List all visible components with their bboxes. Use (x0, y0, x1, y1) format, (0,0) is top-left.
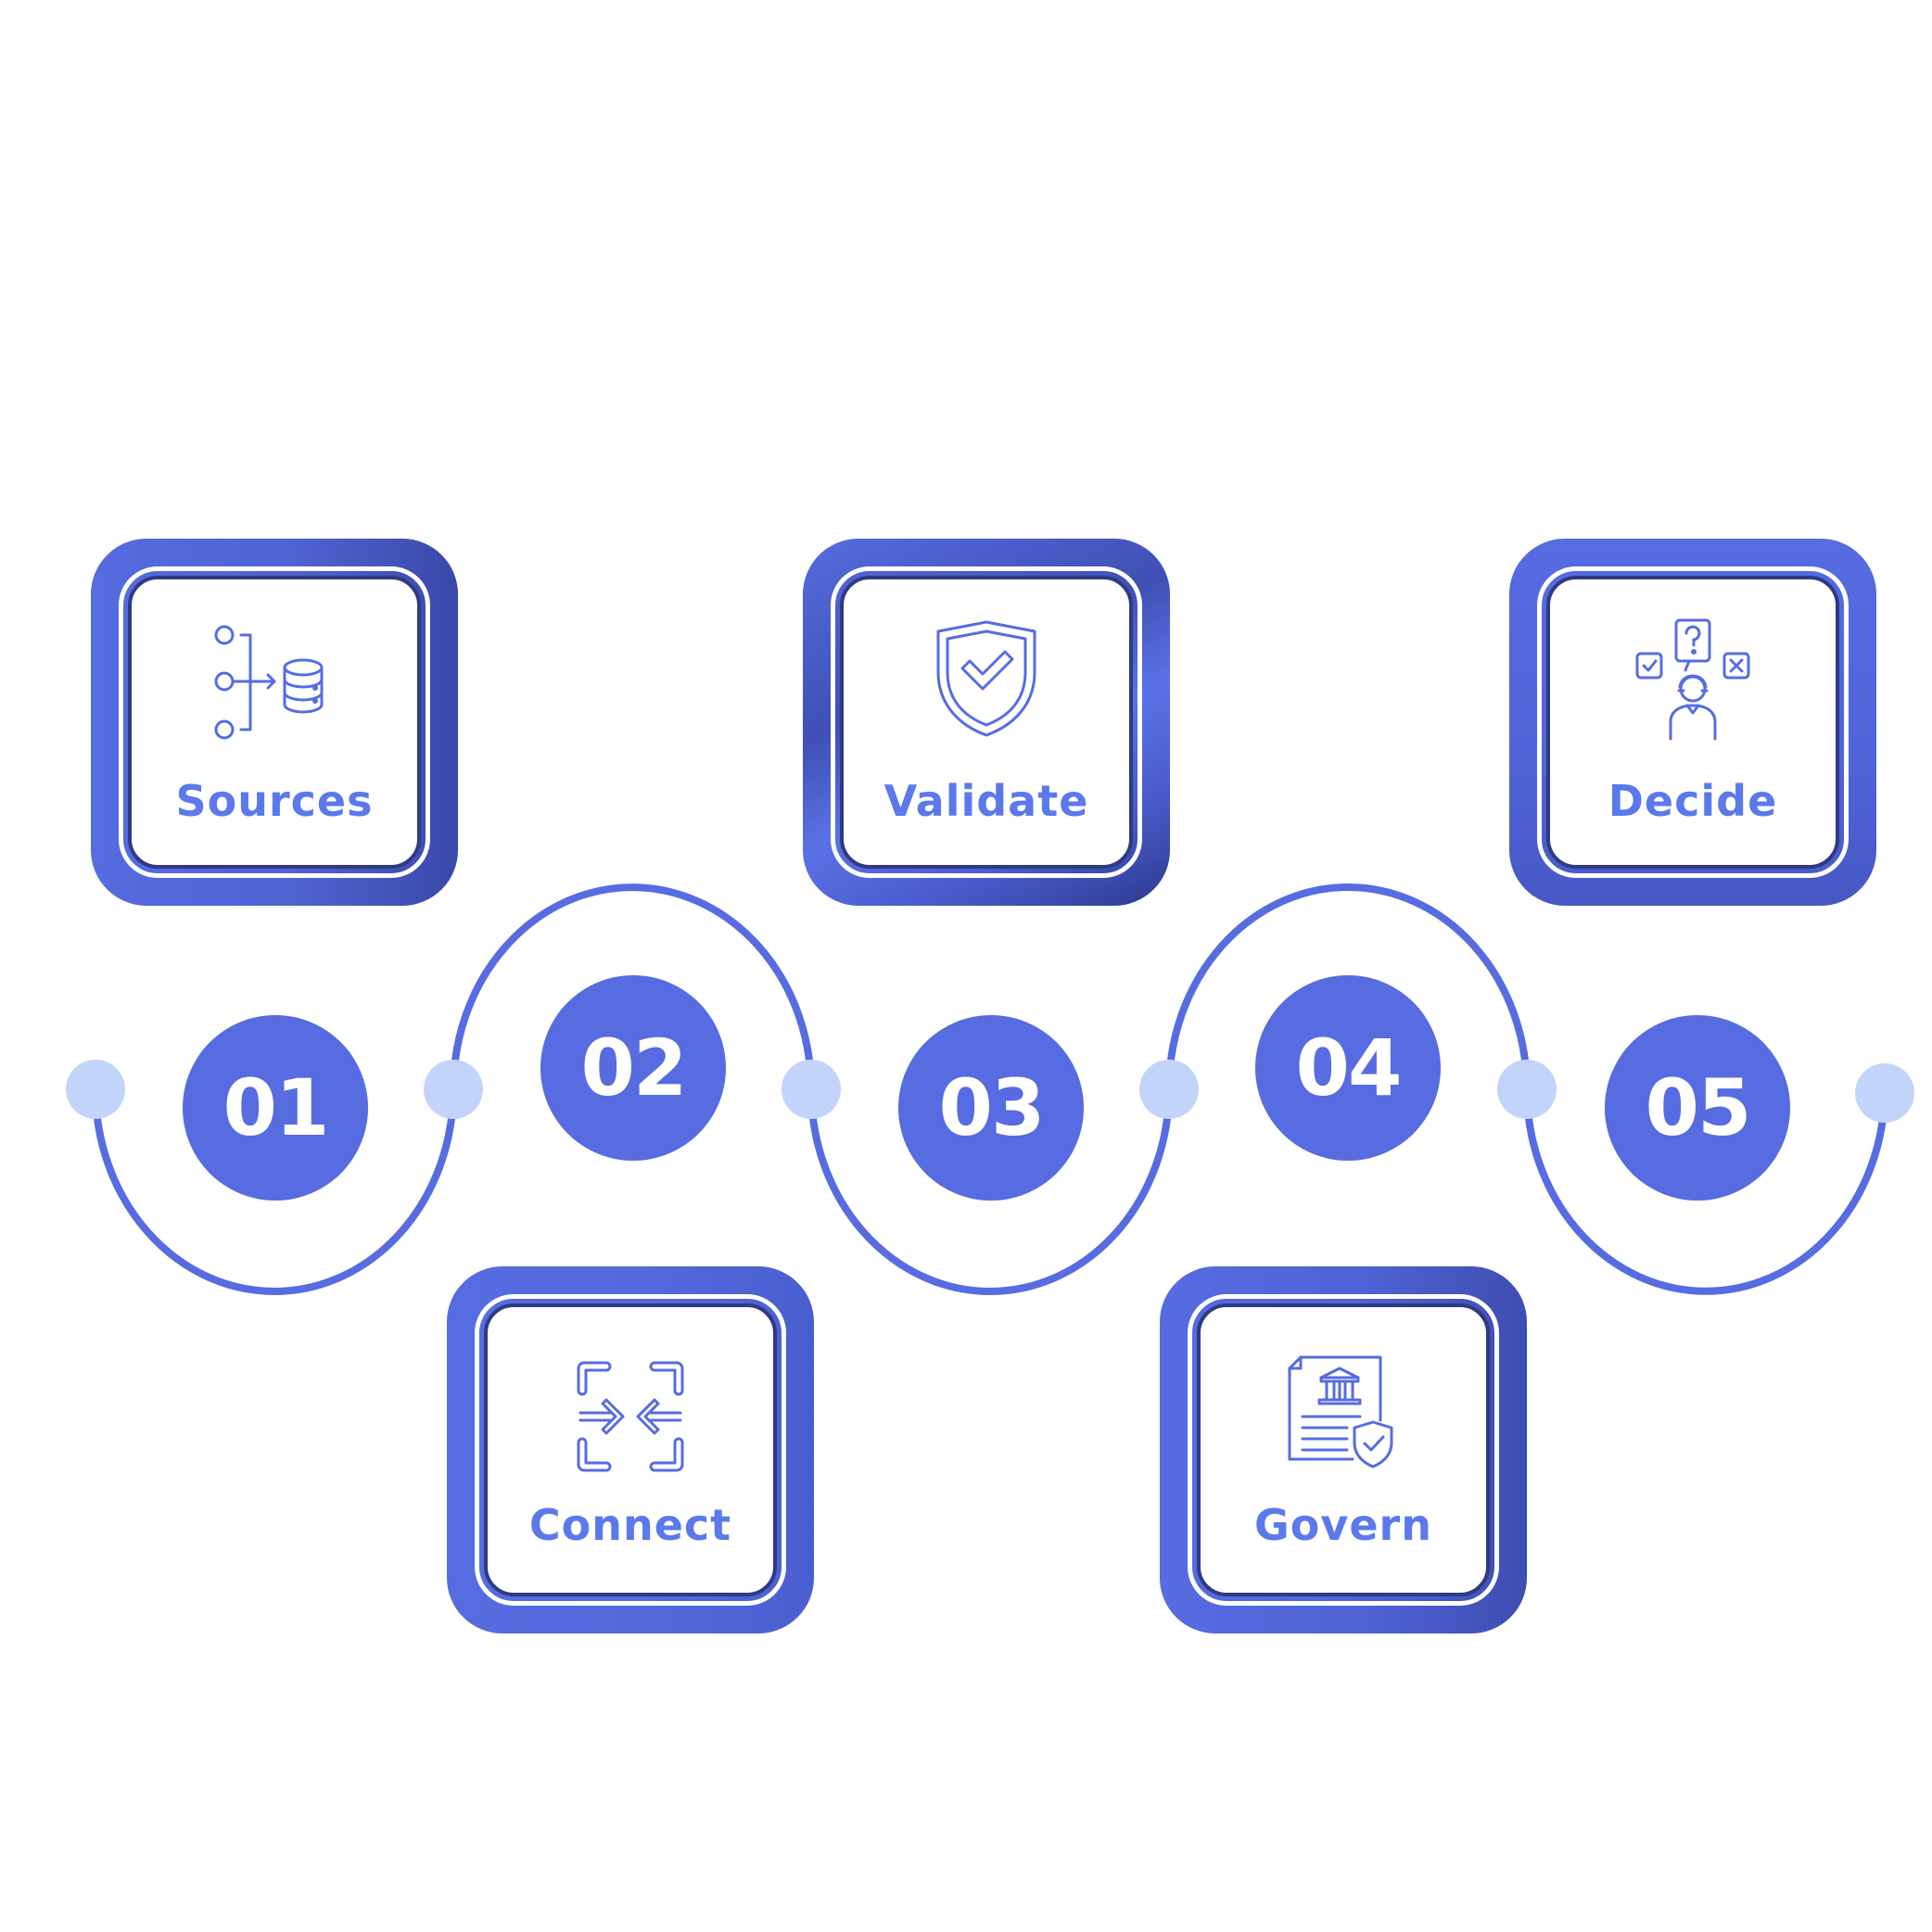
card-inner: Sources (128, 576, 421, 869)
card-inner: Govern (1197, 1303, 1490, 1596)
step-number: 05 (1645, 1062, 1752, 1153)
card-label: Connect (528, 1500, 732, 1550)
card-ring (475, 1294, 786, 1606)
step-number: 03 (938, 1062, 1046, 1153)
connector-dot-1 (66, 1060, 125, 1119)
wave-arc-5 (1523, 1088, 1888, 1295)
connector-dot-6 (1855, 1063, 1914, 1123)
governance-document-icon (1288, 1355, 1393, 1468)
step-card-decide: Decide (1509, 539, 1876, 906)
step-number: 02 (580, 1023, 688, 1113)
step-number: 04 (1295, 1023, 1403, 1113)
card-inner: Validate (840, 576, 1133, 869)
card-ring (119, 566, 430, 878)
step-circle-03: 03 (898, 1015, 1084, 1201)
data-sources-icon (214, 625, 324, 740)
step-card-govern: Govern (1160, 1266, 1527, 1633)
card-inner: Connect (484, 1303, 777, 1596)
wave-arc-1 (92, 1088, 457, 1295)
connector-dot-2 (424, 1060, 483, 1119)
step-circle-04: 04 (1255, 975, 1441, 1161)
card-ring (831, 566, 1142, 878)
step-circle-02: 02 (540, 975, 726, 1161)
connector-dot-5 (1497, 1060, 1557, 1119)
card-ring (1188, 1294, 1499, 1606)
card-label: Sources (175, 776, 374, 826)
wave-arc-2 (450, 883, 815, 1090)
shield-check-icon (936, 620, 1036, 737)
step-card-sources: Sources (91, 539, 458, 906)
step-circle-05: 05 (1605, 1015, 1790, 1201)
card-label: Validate (883, 776, 1089, 826)
connector-dot-3 (782, 1060, 841, 1119)
card-ring (1537, 566, 1849, 878)
card-label: Govern (1254, 1500, 1432, 1550)
card-label: Decide (1608, 776, 1778, 826)
card-inner: Decide (1546, 576, 1839, 869)
wave-arc-4 (1165, 883, 1531, 1090)
wave-arc-3 (807, 1088, 1173, 1295)
step-card-validate: Validate (803, 539, 1170, 906)
step-card-connect: Connect (447, 1266, 814, 1633)
step-circle-01: 01 (183, 1015, 368, 1201)
connect-arrows-icon (577, 1361, 684, 1472)
step-number: 01 (222, 1062, 330, 1153)
decision-person-icon (1635, 618, 1750, 741)
connector-dot-4 (1139, 1060, 1199, 1119)
